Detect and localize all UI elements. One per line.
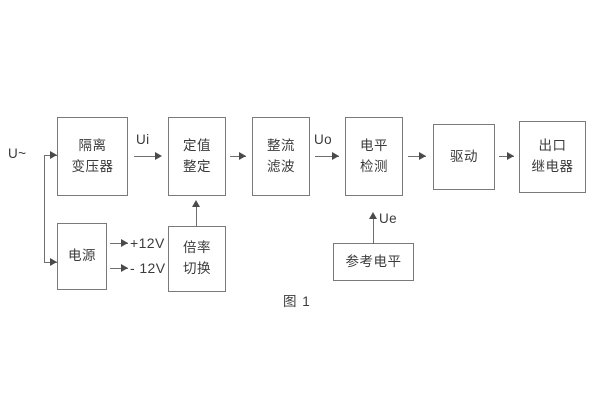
line-reference-to-level-detect bbox=[373, 218, 375, 244]
rail-label-positive-12v: +12V bbox=[130, 235, 165, 251]
line-level-detect-to-drive bbox=[408, 156, 426, 158]
rail-label-negative-12v: - 12V bbox=[130, 260, 166, 276]
arrowhead-reference-to-level-detect bbox=[368, 212, 377, 219]
arrowhead-to-power-supply bbox=[50, 257, 57, 266]
block-isolation-transformer[interactable]: 隔离 变压器 bbox=[57, 117, 128, 196]
arrowhead-level-detect-to-drive bbox=[419, 151, 426, 160]
block-isolation-transformer-line1: 隔离 bbox=[78, 137, 107, 153]
block-output-relay-line1: 出口 bbox=[538, 138, 567, 154]
block-output-relay-line2: 继电器 bbox=[531, 159, 574, 174]
block-setting-adjust[interactable]: 定值 整定 bbox=[168, 117, 226, 196]
input-bus-vertical bbox=[44, 155, 46, 263]
arrowhead-drive-to-output-relay bbox=[507, 151, 514, 160]
block-drive[interactable]: 驱动 bbox=[433, 124, 495, 190]
block-reference-level[interactable]: 参考电平 bbox=[333, 243, 414, 281]
block-ratio-switch-line1: 倍率 bbox=[183, 240, 211, 256]
block-setting-adjust-line1: 定值 bbox=[183, 137, 211, 153]
block-output-relay[interactable]: 出口 继电器 bbox=[519, 121, 586, 193]
signal-label-ui: Ui bbox=[136, 132, 150, 147]
block-rectify-filter[interactable]: 整流 滤波 bbox=[252, 117, 310, 196]
signal-label-ue: Ue bbox=[379, 211, 398, 226]
block-rectify-filter-line1: 整流 bbox=[267, 137, 295, 153]
input-label-u-ac: U~ bbox=[8, 146, 27, 161]
figure-caption: 图 1 bbox=[283, 294, 311, 309]
block-ratio-switch[interactable]: 倍率 切换 bbox=[168, 226, 226, 292]
line-setting-to-rectify bbox=[230, 156, 246, 158]
block-reference-level-line1: 参考电平 bbox=[345, 253, 402, 269]
line-ratio-switch-to-setting bbox=[196, 206, 198, 227]
block-level-detect-line2: 检测 bbox=[360, 158, 388, 174]
arrowhead-rectify-to-level-detect bbox=[332, 151, 339, 160]
block-level-detect[interactable]: 电平 检测 bbox=[345, 117, 403, 196]
arrowhead-to-transformer bbox=[50, 150, 57, 159]
block-power-supply[interactable]: 电源 bbox=[57, 223, 107, 290]
line-rail-positive bbox=[110, 243, 128, 245]
line-transformer-to-setting bbox=[134, 156, 160, 158]
block-drive-line1: 驱动 bbox=[450, 148, 478, 164]
block-ratio-switch-line2: 切换 bbox=[183, 261, 211, 276]
line-rail-negative bbox=[110, 268, 128, 270]
block-power-supply-line1: 电源 bbox=[68, 248, 96, 264]
block-isolation-transformer-line2: 变压器 bbox=[71, 158, 114, 174]
block-setting-adjust-line2: 整定 bbox=[183, 158, 211, 174]
arrowhead-ratio-switch-to-setting bbox=[191, 200, 200, 207]
arrowhead-setting-to-rectify bbox=[239, 151, 246, 160]
block-level-detect-line1: 电平 bbox=[360, 137, 388, 153]
arrowhead-rail-negative bbox=[121, 263, 128, 272]
line-drive-to-output-relay bbox=[499, 156, 514, 158]
arrowhead-rail-positive bbox=[121, 238, 128, 247]
arrowhead-transformer-to-setting bbox=[155, 151, 162, 160]
line-rectify-to-level-detect bbox=[315, 156, 339, 158]
block-rectify-filter-line2: 滤波 bbox=[267, 158, 295, 174]
signal-label-uo: Uo bbox=[314, 132, 333, 147]
